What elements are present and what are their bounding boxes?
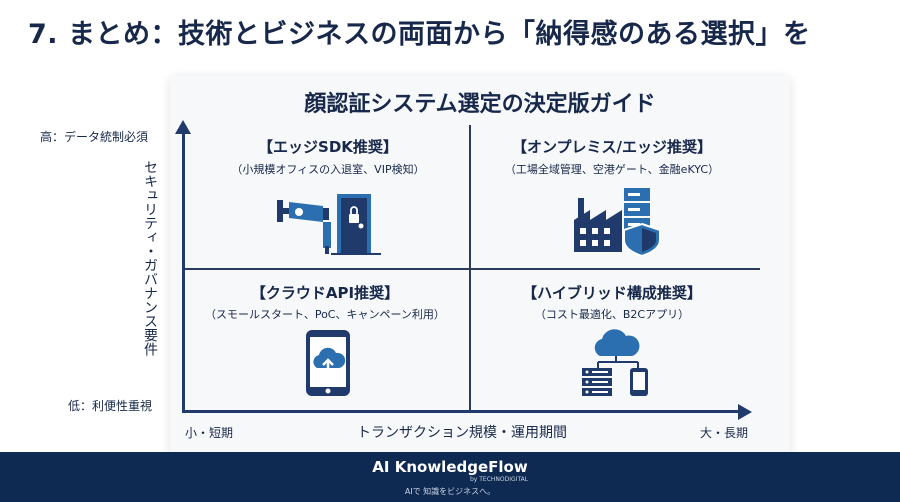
camera-door-icon: [277, 194, 381, 255]
card-title: 顔認証システム選定の決定版ガイド: [304, 92, 656, 117]
quadrant-cloud-api-subtitle: （スモールスタート、PoC、キャンペーン利用）: [205, 308, 445, 321]
phone-cloud-icon: [306, 330, 350, 396]
x-axis-low-label: 小・短期: [185, 426, 234, 440]
brand-tagline: AIで 知識をビジネスへ。: [404, 487, 496, 496]
x-axis-arrow: [738, 404, 752, 420]
y-axis-title: セキュリティ・ガバナンス要件: [142, 160, 158, 356]
y-axis-high-label: 高：データ統制必須: [40, 130, 149, 144]
x-axis-line: [182, 410, 740, 413]
quadrant-horizontal-divider: [185, 268, 760, 270]
quadrant-edge-sdk-subtitle: （小規模オフィスの入退室、VIP検知）: [231, 163, 425, 176]
y-axis-low-label: 低：利便性重視: [68, 399, 153, 413]
slide-title: 7. まとめ：技術とビジネスの両面から「納得感のある選択」を: [28, 19, 811, 50]
brand-byline: by TECHNODIGITAL: [470, 476, 529, 483]
y-axis-arrow: [175, 120, 191, 134]
quadrant-hybrid-title: 【ハイブリッド構成推奨】: [522, 284, 702, 302]
factory-server-shield-icon: [574, 188, 661, 256]
quadrant-cloud-api-title: 【クラウドAPI推奨】: [250, 284, 400, 302]
quadrant-onprem-subtitle: （工場全域管理、空港ゲート、金融eKYC）: [504, 163, 720, 176]
brand-logo-text: AI KnowledgeFlow: [372, 458, 528, 476]
x-axis-title: トランザクション規模・運用期間: [357, 425, 567, 441]
y-axis-line: [182, 128, 185, 412]
quadrant-onprem-title: 【オンプレミス/エッジ推奨】: [511, 138, 713, 156]
footer-bar: [0, 452, 900, 502]
guide-card: [170, 75, 790, 455]
cloud-server-phone-icon: [582, 329, 648, 396]
quadrant-hybrid-subtitle: （コスト最適化、B2Cアプリ）: [534, 308, 690, 321]
quadrant-vertical-divider: [469, 125, 471, 410]
quadrant-edge-sdk-title: 【エッジSDK推奨】: [258, 138, 398, 156]
x-axis-high-label: 大・長期: [700, 426, 749, 440]
